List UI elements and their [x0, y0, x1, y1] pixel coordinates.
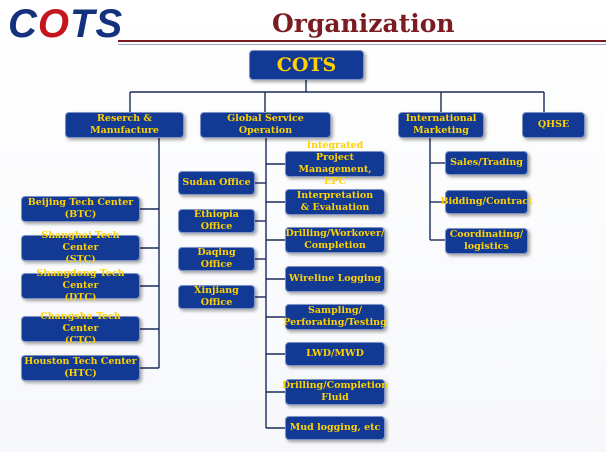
- marketing-box: Bidding/Contract: [440, 190, 533, 214]
- research-center-box: Changsha Tech Center (CTC): [21, 311, 140, 346]
- service-box: Wireline Logging: [285, 266, 385, 292]
- cots-logo: COTS: [8, 2, 124, 46]
- research-center-box: Houston Tech Center (HTC): [21, 355, 140, 381]
- research-center-box: Shanghai Tech Center (STC): [21, 230, 140, 265]
- marketing-box: Sales/Trading: [445, 151, 528, 175]
- qhse-box: QHSE: [522, 112, 585, 138]
- header-rule: [118, 40, 606, 42]
- service-box: Drilling/Workover/ Completion: [285, 227, 385, 253]
- office-box: Xinjiang Office: [178, 285, 255, 309]
- service-box: Sampling/ Perforating/Testing: [283, 304, 387, 330]
- global-service-operation-box: Global Service Operation: [200, 112, 331, 138]
- service-box: Mud logging, etc: [285, 416, 385, 440]
- research-center-box: Shangdong Tech Center (DTC): [21, 268, 140, 303]
- marketing-box: Coordinating/ logistics: [445, 228, 528, 254]
- research-manufacture-box: Reserch & Manufacture: [65, 112, 184, 138]
- header-rule-thin: [118, 44, 606, 45]
- office-box: Daqing Office: [178, 247, 255, 271]
- international-marketing-box: International Marketing: [398, 112, 484, 138]
- page-title: Organization: [272, 9, 455, 38]
- org-root-box: COTS: [249, 50, 364, 80]
- service-box: LWD/MWD: [285, 342, 385, 366]
- service-box: Interpretation & Evaluation: [285, 189, 385, 215]
- office-box: Sudan Office: [178, 171, 255, 195]
- service-box: Integrated Project Management, EPC: [285, 140, 385, 187]
- office-box: Ethiopia Office: [178, 209, 255, 233]
- service-box: Drilling/Completion Fluid: [281, 379, 389, 405]
- research-center-box: Beijing Tech Center (BTC): [21, 196, 140, 222]
